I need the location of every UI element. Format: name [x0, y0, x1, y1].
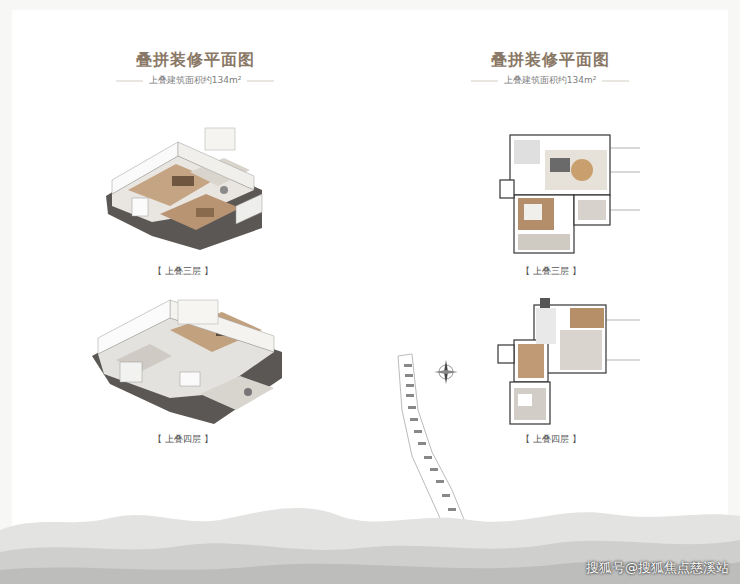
floor-caption: 【 上叠四层 】 [521, 434, 581, 445]
watermark: 搜狐号@搜狐焦点慈溪站 [586, 560, 729, 576]
floor-caption: 【 上叠三层 】 [521, 266, 581, 277]
page-heading: 叠拼装修平面图 [136, 50, 255, 69]
page-heading: 叠拼装修平面图 [491, 50, 610, 69]
floor-caption: 【 上叠四层 】 [153, 434, 213, 445]
area-subtitle: 上叠建筑面积约134m² [504, 75, 597, 86]
floor-caption: 【 上叠三层 】 [153, 266, 213, 277]
area-subtitle: 上叠建筑面积约134m² [149, 75, 242, 86]
